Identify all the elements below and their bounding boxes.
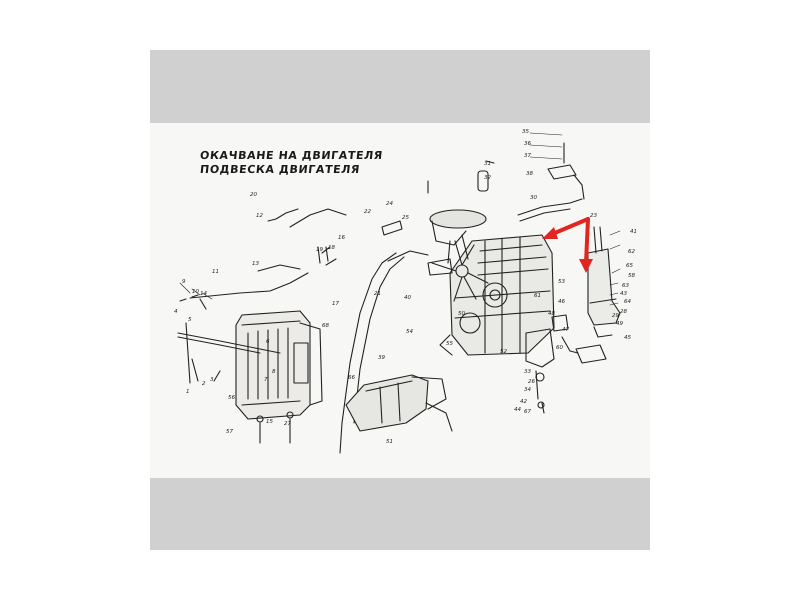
part-label-48: 48 [548, 311, 555, 317]
part-label-44: 44 [514, 407, 521, 413]
part-label-25: 25 [402, 215, 409, 221]
part-label-42: 42 [520, 399, 527, 405]
engine-block [439, 234, 555, 356]
part-label-14: 14 [200, 291, 207, 297]
part-label-36: 36 [524, 141, 531, 147]
part-label-52: 52 [500, 349, 507, 355]
cooling-fan [431, 240, 489, 302]
part-label-8: 8 [272, 369, 276, 375]
part-label-15: 15 [266, 419, 273, 425]
part-label-37: 37 [524, 153, 531, 159]
part-label-22: 22 [364, 209, 371, 215]
part-label-57: 57 [226, 429, 233, 435]
part-label-3: 3 [210, 377, 214, 383]
radiator [235, 310, 323, 420]
part-label-13: 13 [252, 261, 259, 267]
part-label-2: 2 [202, 381, 206, 387]
part-label-34: 34 [524, 387, 531, 393]
part-label-40: 40 [404, 295, 411, 301]
part-label-60: 60 [556, 345, 563, 351]
exhaust-pipe [339, 250, 453, 454]
part-label-46: 46 [558, 299, 565, 305]
exhaust-muffler [345, 374, 453, 432]
top-gray-band [150, 50, 650, 123]
small-parts [185, 160, 495, 444]
part-label-5: 5 [188, 317, 192, 323]
part-label-38: 38 [526, 171, 533, 177]
part-label-20: 20 [250, 192, 257, 198]
part-label-11: 11 [212, 269, 219, 275]
upper-hoses [267, 208, 347, 266]
highlight-arrows [542, 217, 593, 273]
part-label-6: 6 [266, 339, 270, 345]
part-label-4: 4 [174, 309, 178, 315]
part-label-1: 1 [186, 389, 190, 395]
part-label-31: 31 [484, 161, 491, 167]
part-label-35: 35 [522, 129, 529, 135]
part-label-27: 27 [284, 421, 291, 427]
part-label-21: 21 [374, 291, 381, 297]
exploded-parts-diagram: ОКАЧВАНЕ НА ДВИГАТЕЛЯ ПОДВЕСКА ДВИГАТЕЛЯ [150, 123, 650, 478]
leader-lines [179, 132, 621, 306]
part-label-63: 63 [622, 283, 629, 289]
part-label-30: 30 [530, 195, 537, 201]
part-label-54: 54 [406, 329, 413, 335]
lower-mount-parts [525, 314, 579, 414]
part-label-33: 33 [524, 369, 531, 375]
part-label-62: 62 [628, 249, 635, 255]
radiator-hoses [177, 264, 309, 354]
part-label-12: 12 [256, 213, 263, 219]
part-label-51: 51 [386, 439, 393, 445]
part-label-18: 18 [328, 245, 335, 251]
part-label-28: 28 [620, 309, 627, 315]
part-label-50: 50 [458, 311, 465, 317]
part-label-56: 56 [228, 395, 235, 401]
part-number-labels: 1234567891011121314151617181920212223242… [174, 129, 637, 445]
part-label-61: 61 [534, 293, 541, 299]
air-filter [429, 209, 487, 264]
bottom-gray-band [150, 478, 650, 550]
part-label-23: 23 [590, 213, 597, 219]
part-label-10: 10 [192, 289, 199, 295]
part-label-17: 17 [332, 301, 339, 307]
part-label-68: 68 [322, 323, 329, 329]
part-label-7: 7 [264, 377, 268, 383]
part-label-66: 66 [348, 375, 355, 381]
part-label-47: 47 [562, 327, 569, 333]
part-label-24: 24 [386, 201, 393, 207]
part-label-49: 49 [616, 321, 623, 327]
part-label-19: 19 [316, 247, 323, 253]
part-label-41: 41 [630, 229, 637, 235]
part-label-29: 29 [612, 313, 619, 319]
part-label-39: 39 [378, 355, 385, 361]
top-hose-pipe [517, 142, 585, 222]
part-label-64: 64 [624, 299, 631, 305]
part-label-67: 67 [524, 409, 531, 415]
part-label-58: 58 [628, 273, 635, 279]
diagram-drawing: 1234567891011121314151617181920212223242… [174, 129, 637, 454]
part-label-55: 55 [446, 341, 453, 347]
part-label-32: 32 [484, 175, 491, 181]
part-label-16: 16 [338, 235, 345, 241]
part-label-9: 9 [182, 279, 186, 285]
part-label-65: 65 [626, 263, 633, 269]
part-label-26: 26 [528, 379, 535, 385]
part-label-53: 53 [558, 279, 565, 285]
engine-mount-bracket [575, 226, 621, 364]
part-label-45: 45 [624, 335, 631, 341]
part-label-43: 43 [620, 291, 627, 297]
